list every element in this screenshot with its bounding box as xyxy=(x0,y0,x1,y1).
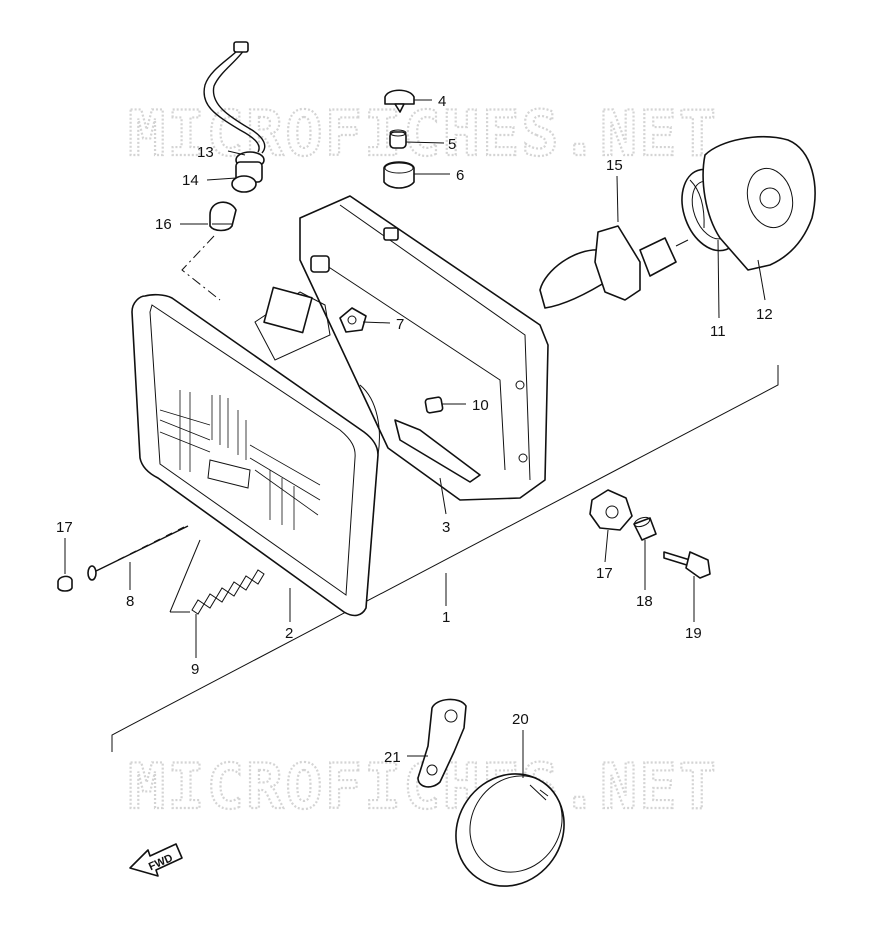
watermark-top: MICROFICHES.NET xyxy=(128,97,718,170)
part-10-cushion xyxy=(424,396,444,414)
part-15-halogen-bulb xyxy=(539,225,689,309)
part-5-collar xyxy=(389,129,407,149)
callout-part-4: 4 xyxy=(438,93,446,110)
callout-part-2: 2 xyxy=(285,625,293,642)
callout-part-21: 21 xyxy=(384,749,401,766)
callout-part-14: 14 xyxy=(182,172,199,189)
fwd-arrow-icon: FWD xyxy=(129,843,183,877)
part-7-nut xyxy=(339,307,367,333)
callout-part-17-right: 17 xyxy=(596,565,613,582)
callout-part-1: 1 xyxy=(442,609,450,626)
callout-part-20: 20 xyxy=(512,711,529,728)
callout-part-6: 6 xyxy=(456,167,464,184)
callout-part-8: 8 xyxy=(126,593,134,610)
callout-part-7: 7 xyxy=(396,316,404,333)
part-17-nut-right xyxy=(589,489,633,531)
callout-part-10: 10 xyxy=(472,397,489,414)
part-20-cover xyxy=(455,773,565,887)
part-21-bracket xyxy=(417,698,467,788)
callout-part-9: 9 xyxy=(191,661,199,678)
part-12-rubber-cover xyxy=(702,136,816,271)
part-17-cap-left xyxy=(57,575,73,592)
leader-lines xyxy=(64,99,766,778)
part-9-spring xyxy=(191,569,265,615)
part-8-adjusting-screw xyxy=(87,525,189,581)
callout-part-5: 5 xyxy=(448,136,456,153)
watermark-bottom: MICROFICHES.NET xyxy=(128,750,718,823)
callout-part-3: 3 xyxy=(442,519,450,536)
part-13-wire-harness xyxy=(203,41,266,154)
callout-part-11: 11 xyxy=(710,323,726,340)
part-14-socket xyxy=(231,151,265,193)
part-3-headlight-case xyxy=(299,195,549,501)
part-2-headlight-unit xyxy=(131,286,380,617)
callout-part-13: 13 xyxy=(197,144,214,161)
assembly-bracket xyxy=(111,365,779,752)
callout-part-16: 16 xyxy=(155,216,172,233)
part-4-screw xyxy=(384,89,415,113)
part-16-bulb xyxy=(209,201,237,232)
callout-part-12: 12 xyxy=(756,306,773,323)
part-6-grommet xyxy=(383,161,415,189)
callout-part-18: 18 xyxy=(636,593,653,610)
callout-part-15: 15 xyxy=(606,157,623,174)
part-18-collar xyxy=(633,516,657,541)
callout-numbers: 4 5 6 13 14 16 15 7 10 11 12 3 1 2 8 9 1… xyxy=(56,93,773,766)
callout-part-19: 19 xyxy=(685,625,702,642)
callout-part-17-left: 17 xyxy=(56,519,73,536)
part-19-bolt xyxy=(663,551,711,579)
